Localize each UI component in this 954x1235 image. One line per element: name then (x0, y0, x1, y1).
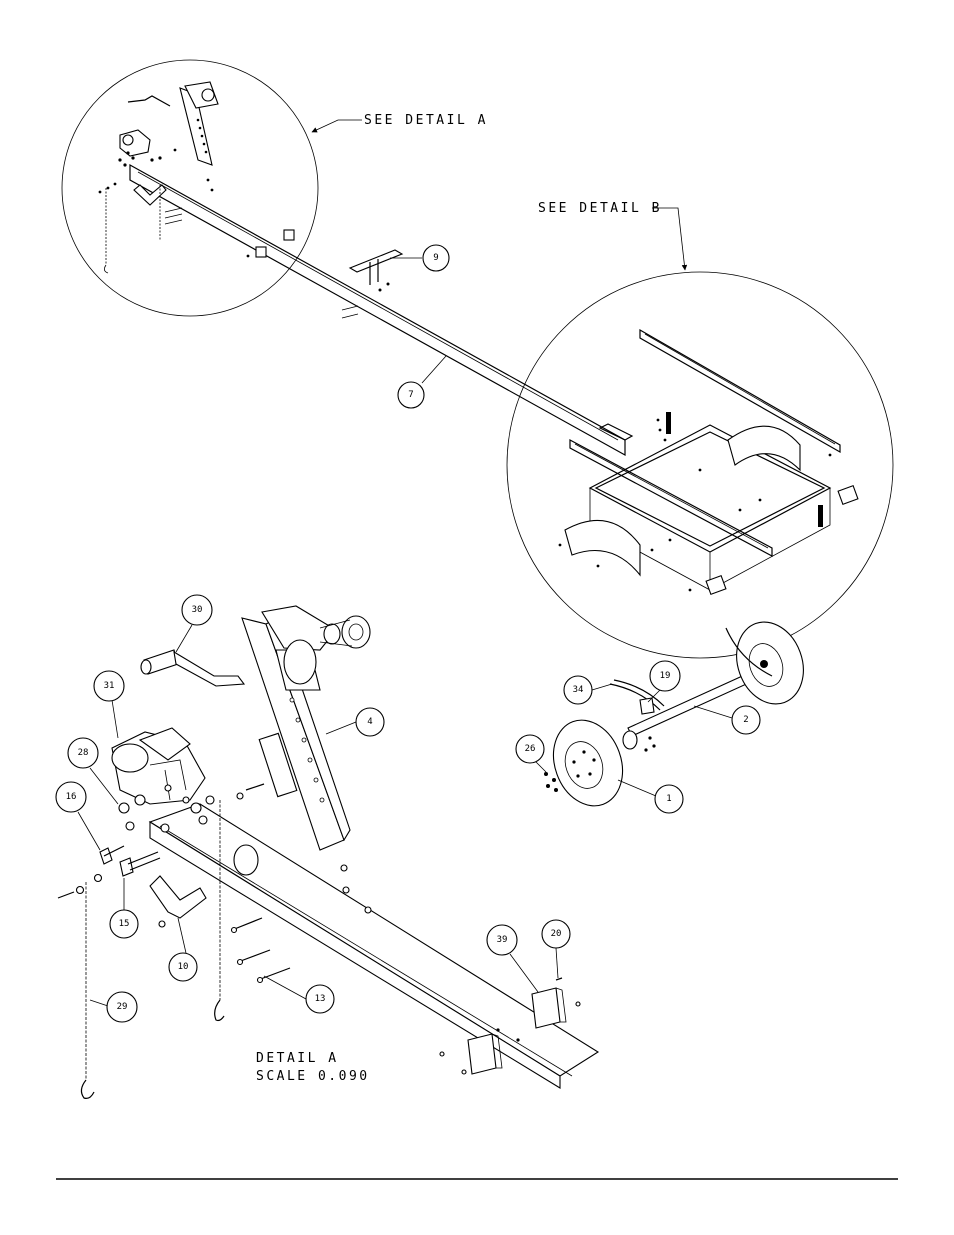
tongue-beam (148, 803, 600, 1089)
overview-winch-handle (127, 95, 171, 107)
callout-9 (422, 244, 450, 272)
bracket-10 (149, 875, 207, 928)
overview-fender-rear (727, 425, 801, 472)
callout-2 (731, 705, 761, 735)
callout-13 (305, 984, 335, 1014)
overview-spring-2 (818, 505, 823, 527)
svg-text:2: 2 (743, 715, 748, 725)
overview-assembly (61, 59, 894, 659)
axle-assembly (544, 621, 804, 807)
svg-text:26: 26 (525, 744, 536, 754)
overview-bracket (133, 184, 167, 206)
overview-tail-light-right (837, 484, 859, 506)
svg-text:13: 13 (315, 994, 326, 1004)
overview-tongue (129, 163, 634, 457)
callout-26 (515, 734, 545, 764)
svg-text:16: 16 (66, 792, 77, 802)
overview-fender-front (564, 519, 641, 577)
svg-text:28: 28 (78, 748, 89, 758)
overview-tail-light-left (705, 574, 727, 596)
detail-a-circle (61, 59, 319, 317)
wheel-front (552, 719, 624, 807)
callout-19 (649, 660, 681, 692)
detail-a-title: DETAIL A (256, 1051, 339, 1066)
callout-28 (67, 737, 99, 769)
svg-text:19: 19 (660, 671, 671, 681)
overview-winch-post (179, 81, 219, 166)
callout-39 (486, 924, 518, 956)
svg-text:30: 30 (192, 605, 203, 615)
detail-a-assembly (57, 605, 600, 1099)
screws-20 (439, 977, 581, 1075)
callout-16 (55, 781, 87, 813)
hardware-washers (57, 783, 372, 914)
bolts-13 (230, 917, 291, 984)
see-detail-a-note: SEE DETAIL A (364, 113, 488, 128)
svg-text:39: 39 (497, 935, 508, 945)
svg-text:4: 4 (367, 717, 372, 727)
leaf-spring-34 (609, 683, 661, 711)
svg-text:1: 1 (666, 794, 671, 804)
callout-20 (541, 919, 571, 949)
callout-7 (397, 381, 425, 409)
overview-light-2 (283, 229, 295, 241)
light-39 (531, 987, 567, 1029)
winch (261, 605, 371, 691)
callout-1 (654, 784, 684, 814)
winch-handle (140, 649, 246, 687)
callout-29 (106, 991, 138, 1023)
hub (622, 730, 638, 750)
detail-a-scale: SCALE 0.090 (256, 1069, 370, 1084)
overview-coupler (119, 129, 151, 157)
nuts-28 (118, 794, 215, 831)
see-detail-b-note: SEE DETAIL B (538, 201, 662, 216)
svg-text:9: 9 (433, 253, 438, 263)
svg-text:31: 31 (104, 681, 115, 691)
overview-hardware (98, 148, 250, 258)
callouts: 9 7 30 31 4 28 16 15 10 (55, 244, 761, 1023)
svg-text:15: 15 (119, 919, 130, 929)
wheel-rear (736, 621, 804, 705)
detail-b-circle (506, 271, 894, 659)
safety-chain-left (80, 882, 95, 1099)
u-bolt-19 (639, 697, 655, 715)
safety-chain-right (214, 800, 225, 1022)
coupler (111, 727, 206, 805)
overview-bunk-bracket (341, 249, 404, 319)
light-front (467, 1033, 503, 1075)
callout-30 (181, 594, 213, 626)
callout-31 (93, 670, 125, 702)
svg-text:34: 34 (573, 685, 584, 695)
lug-nuts-26 (544, 736, 656, 792)
bolt-15 (119, 851, 161, 877)
callout-4 (355, 707, 385, 737)
svg-text:7: 7 (408, 390, 413, 400)
svg-text:29: 29 (117, 1002, 128, 1012)
svg-text:10: 10 (178, 962, 189, 972)
overview-spring-1 (666, 412, 671, 434)
callout-15 (109, 909, 139, 939)
svg-text:20: 20 (551, 929, 562, 939)
bolt-16 (99, 845, 125, 865)
leaf-spring-rear (725, 627, 773, 677)
callout-34 (563, 675, 593, 705)
overview-light-1 (255, 246, 267, 258)
callout-10 (168, 952, 198, 982)
